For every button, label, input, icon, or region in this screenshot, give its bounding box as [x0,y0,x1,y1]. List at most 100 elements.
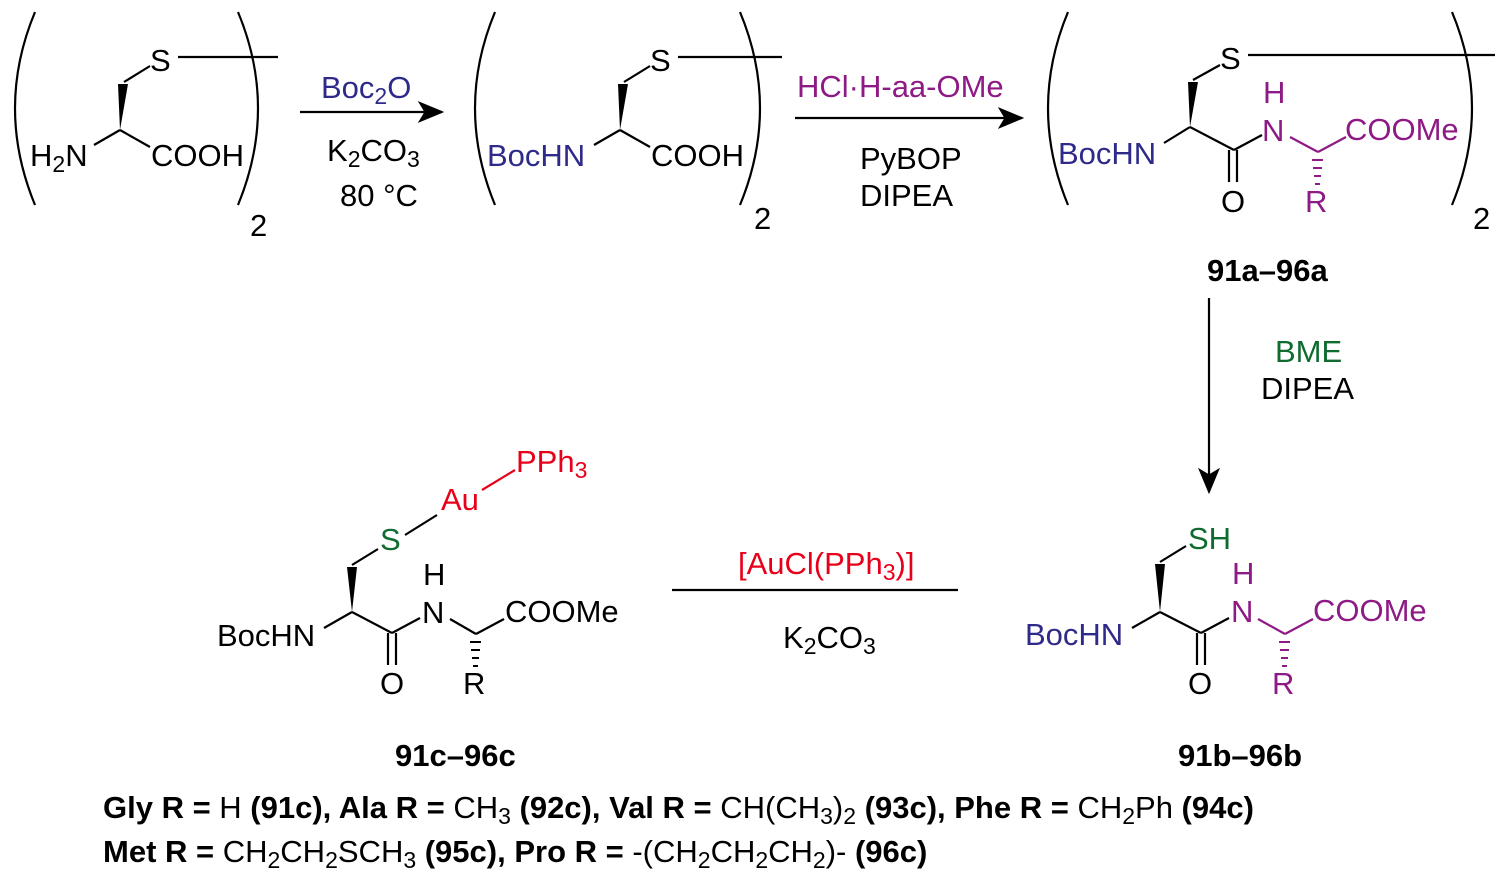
side-chain-r: R [1272,666,1294,701]
wedge-bond [118,84,128,130]
dimer-multiplier: 2 [754,201,771,236]
text-segment: CO [360,133,407,168]
text-segment: O [387,70,411,105]
subscript: 2 [755,847,768,873]
step1-arrow: Boc2O K2CO3 80 °C [300,70,445,213]
step3-base: DIPEA [1261,371,1354,406]
amine-group: H2N [30,138,88,177]
text-segment: H [30,138,52,173]
text-segment: Ph [1135,790,1182,825]
step2-base: DIPEA [860,178,953,213]
text-segment: H [219,790,250,825]
compound-label: 91c–96c [395,738,516,773]
boc-amine-group: BocHN [1025,617,1123,652]
boc-amine-group: BocHN [487,138,585,173]
text-segment: -(CH [632,834,697,869]
subscript: 2 [348,146,361,172]
gold-complex-structure: PPh3 Au S BocHN O H N COOMe R 91c–96c [217,444,619,773]
text-segment: (93c), Phe R = [856,790,1077,825]
subscript: 3 [403,847,416,873]
text-segment: (96c) [855,834,927,869]
text-segment: (95c), Pro R = [416,834,632,869]
sulfur-atom: S [1220,41,1241,76]
text-segment: )] [896,546,915,581]
carbonyl-oxygen: O [1221,184,1245,219]
amide-nitrogen: N [1262,113,1284,148]
text-segment: (94c) [1182,790,1254,825]
text-segment: K [327,133,348,168]
step1-base: K2CO3 [327,133,420,172]
subscript: 2 [1122,803,1135,829]
step4-arrow: [AuCl(PPh3)] K2CO3 [672,546,958,659]
ester-group: COOMe [1345,112,1459,147]
subscript: 2 [804,633,817,659]
text-segment: (92c), Val R = [511,790,720,825]
carbonyl-oxygen: O [1188,666,1212,701]
amide-nitrogen: N [1231,594,1253,629]
side-chain-r: R [1305,184,1327,219]
text-segment: CH [223,834,268,869]
side-chain-r: R [463,666,485,701]
dimer-multiplier: 2 [250,208,267,243]
subscript: 3 [883,559,896,585]
subscript: 3 [407,146,420,172]
amide-hydrogen: H [1263,75,1285,110]
text-segment: ) [833,790,843,825]
step3-reagent: BME [1275,334,1342,369]
subscript: 3 [575,457,588,483]
amide-hydrogen: H [1232,556,1254,591]
amide-nitrogen: N [422,595,444,630]
text-segment: CH [711,834,756,869]
step4-reagent: [AuCl(PPh3)] [738,546,914,585]
text-segment: CH [453,790,498,825]
ester-group: COOMe [1313,593,1427,628]
sulfur-atom: S [150,43,171,78]
text-segment: CH [1077,790,1122,825]
acid-group: COOH [651,138,744,173]
ester-group: COOMe [505,594,619,629]
subscript: 2 [325,847,338,873]
step1-temperature: 80 °C [340,178,418,213]
step1-reagent: Boc2O [321,70,411,109]
subscript: 2 [813,847,826,873]
subscript: 3 [498,803,511,829]
text-segment: (91c), Ala R = [250,790,453,825]
boc-amine-group: BocHN [217,618,315,653]
step2-arrow: HCl·H-aa-OMe PyBOP DIPEA [795,69,1025,213]
r-group-legend: Gly R = H (91c), Ala R = CH3 (92c), Val … [103,790,1254,873]
compound-label: 91b–96b [1178,738,1302,773]
compound-label: 91a–96a [1207,253,1328,288]
subscript: 2 [268,847,281,873]
step2-reagent: HCl·H-aa-OMe [797,69,1004,104]
step3-arrow: BME DIPEA [1198,298,1354,495]
legend-line-1: Gly R = H (91c), Ala R = CH3 (92c), Val … [103,790,1254,829]
step2-coupling: PyBOP [860,141,962,176]
subscript: 2 [374,83,387,109]
subscript: 3 [863,633,876,659]
text-segment: CH [768,834,813,869]
left-parenthesis [13,11,37,206]
subscript: 3 [820,803,833,829]
text-segment: CH [280,834,325,869]
text-segment: K [783,620,804,655]
text-segment: SCH [338,834,403,869]
legend-line-2: Met R = CH2CH2SCH3 (95c), Pro R = -(CH2C… [103,834,927,873]
dimer-multiplier: 2 [1473,201,1490,236]
triphenylphosphine-group: PPh3 [516,444,587,483]
text-segment: CO [816,620,863,655]
text-segment: CH(CH [720,790,820,825]
text-segment: N [65,138,87,173]
cystine-structure: S H2N COOH 2 [13,11,278,243]
subscript: 2 [698,847,711,873]
boc-cystine-structure: S BocHN COOH 2 [473,11,782,236]
thiol-group: SH [1188,521,1231,556]
subscript: 2 [843,803,856,829]
sulfur-atom: S [380,522,401,557]
amide-hydrogen: H [423,557,445,592]
acid-group: COOH [151,138,244,173]
text-segment: Met R = [103,834,223,869]
gold-atom: Au [441,482,479,517]
subscript: 2 [52,151,65,177]
carbonyl-oxygen: O [380,666,404,701]
